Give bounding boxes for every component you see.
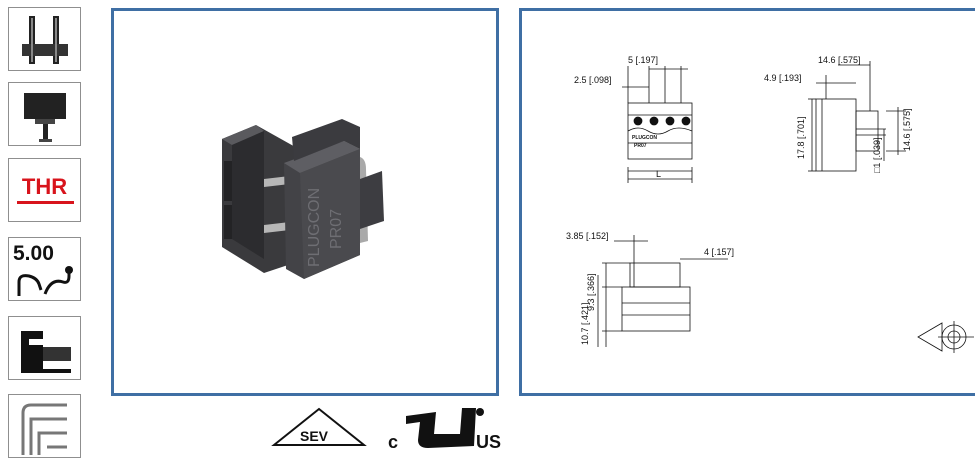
pitch-icon[interactable]: 5.00 — [8, 237, 81, 301]
technical-drawing-panel: 5 [.197] 2.5 [.098] 14.6 [.575] 4.9 [.19… — [519, 8, 975, 396]
thr-label: THR — [21, 174, 68, 199]
dim-pitch: 5 [.197] — [628, 55, 658, 65]
sev-text: SEV — [300, 428, 329, 444]
product-photo-panel: PLUGCON PR07 — [111, 8, 499, 396]
drawing-brand: PLUGCON — [632, 135, 657, 141]
product-photo: PLUGCON PR07 — [222, 119, 384, 279]
dim-bottom-height: 9.3 [.366] — [586, 273, 596, 311]
horizontal-connector-icon[interactable] — [8, 316, 81, 380]
dim-bottom-offset: 3.85 [.152] — [566, 231, 609, 241]
ul-us-text: US — [476, 432, 501, 452]
dim-length: L — [656, 169, 661, 179]
dim-offset: 2.5 [.098] — [574, 75, 612, 85]
dim-bottom-pin: 4 [.157] — [704, 247, 734, 257]
dim-side-offset: 4.9 [.193] — [764, 73, 802, 83]
ul-logo: c US — [388, 404, 506, 452]
dim-side-height: 17.8 [.701] — [796, 116, 806, 159]
dim-side-height-2: 14.6 [.575] — [902, 108, 912, 151]
technical-drawing: 5 [.197] 2.5 [.098] 14.6 [.575] 4.9 [.19… — [566, 55, 974, 353]
dim-side-width: 14.6 [.575] — [818, 55, 861, 65]
pitch-label: 5.00 — [13, 242, 54, 265]
ul-c-text: c — [388, 432, 398, 452]
angled-pin-icon[interactable] — [8, 394, 81, 458]
thr-icon[interactable]: THR — [8, 158, 81, 222]
drawing-model: PR07 — [634, 143, 647, 149]
double-pin-header-icon[interactable] — [8, 7, 81, 71]
sev-logo: SEV — [270, 405, 368, 449]
dim-bottom-total-height: 10.7 [.421] — [580, 302, 590, 345]
single-pin-pcb-icon[interactable] — [8, 82, 81, 146]
photo-model-text: PR07 — [328, 209, 345, 249]
dim-pin-square: □1 [.039] — [872, 138, 882, 173]
photo-brand-text: PLUGCON — [306, 188, 323, 267]
